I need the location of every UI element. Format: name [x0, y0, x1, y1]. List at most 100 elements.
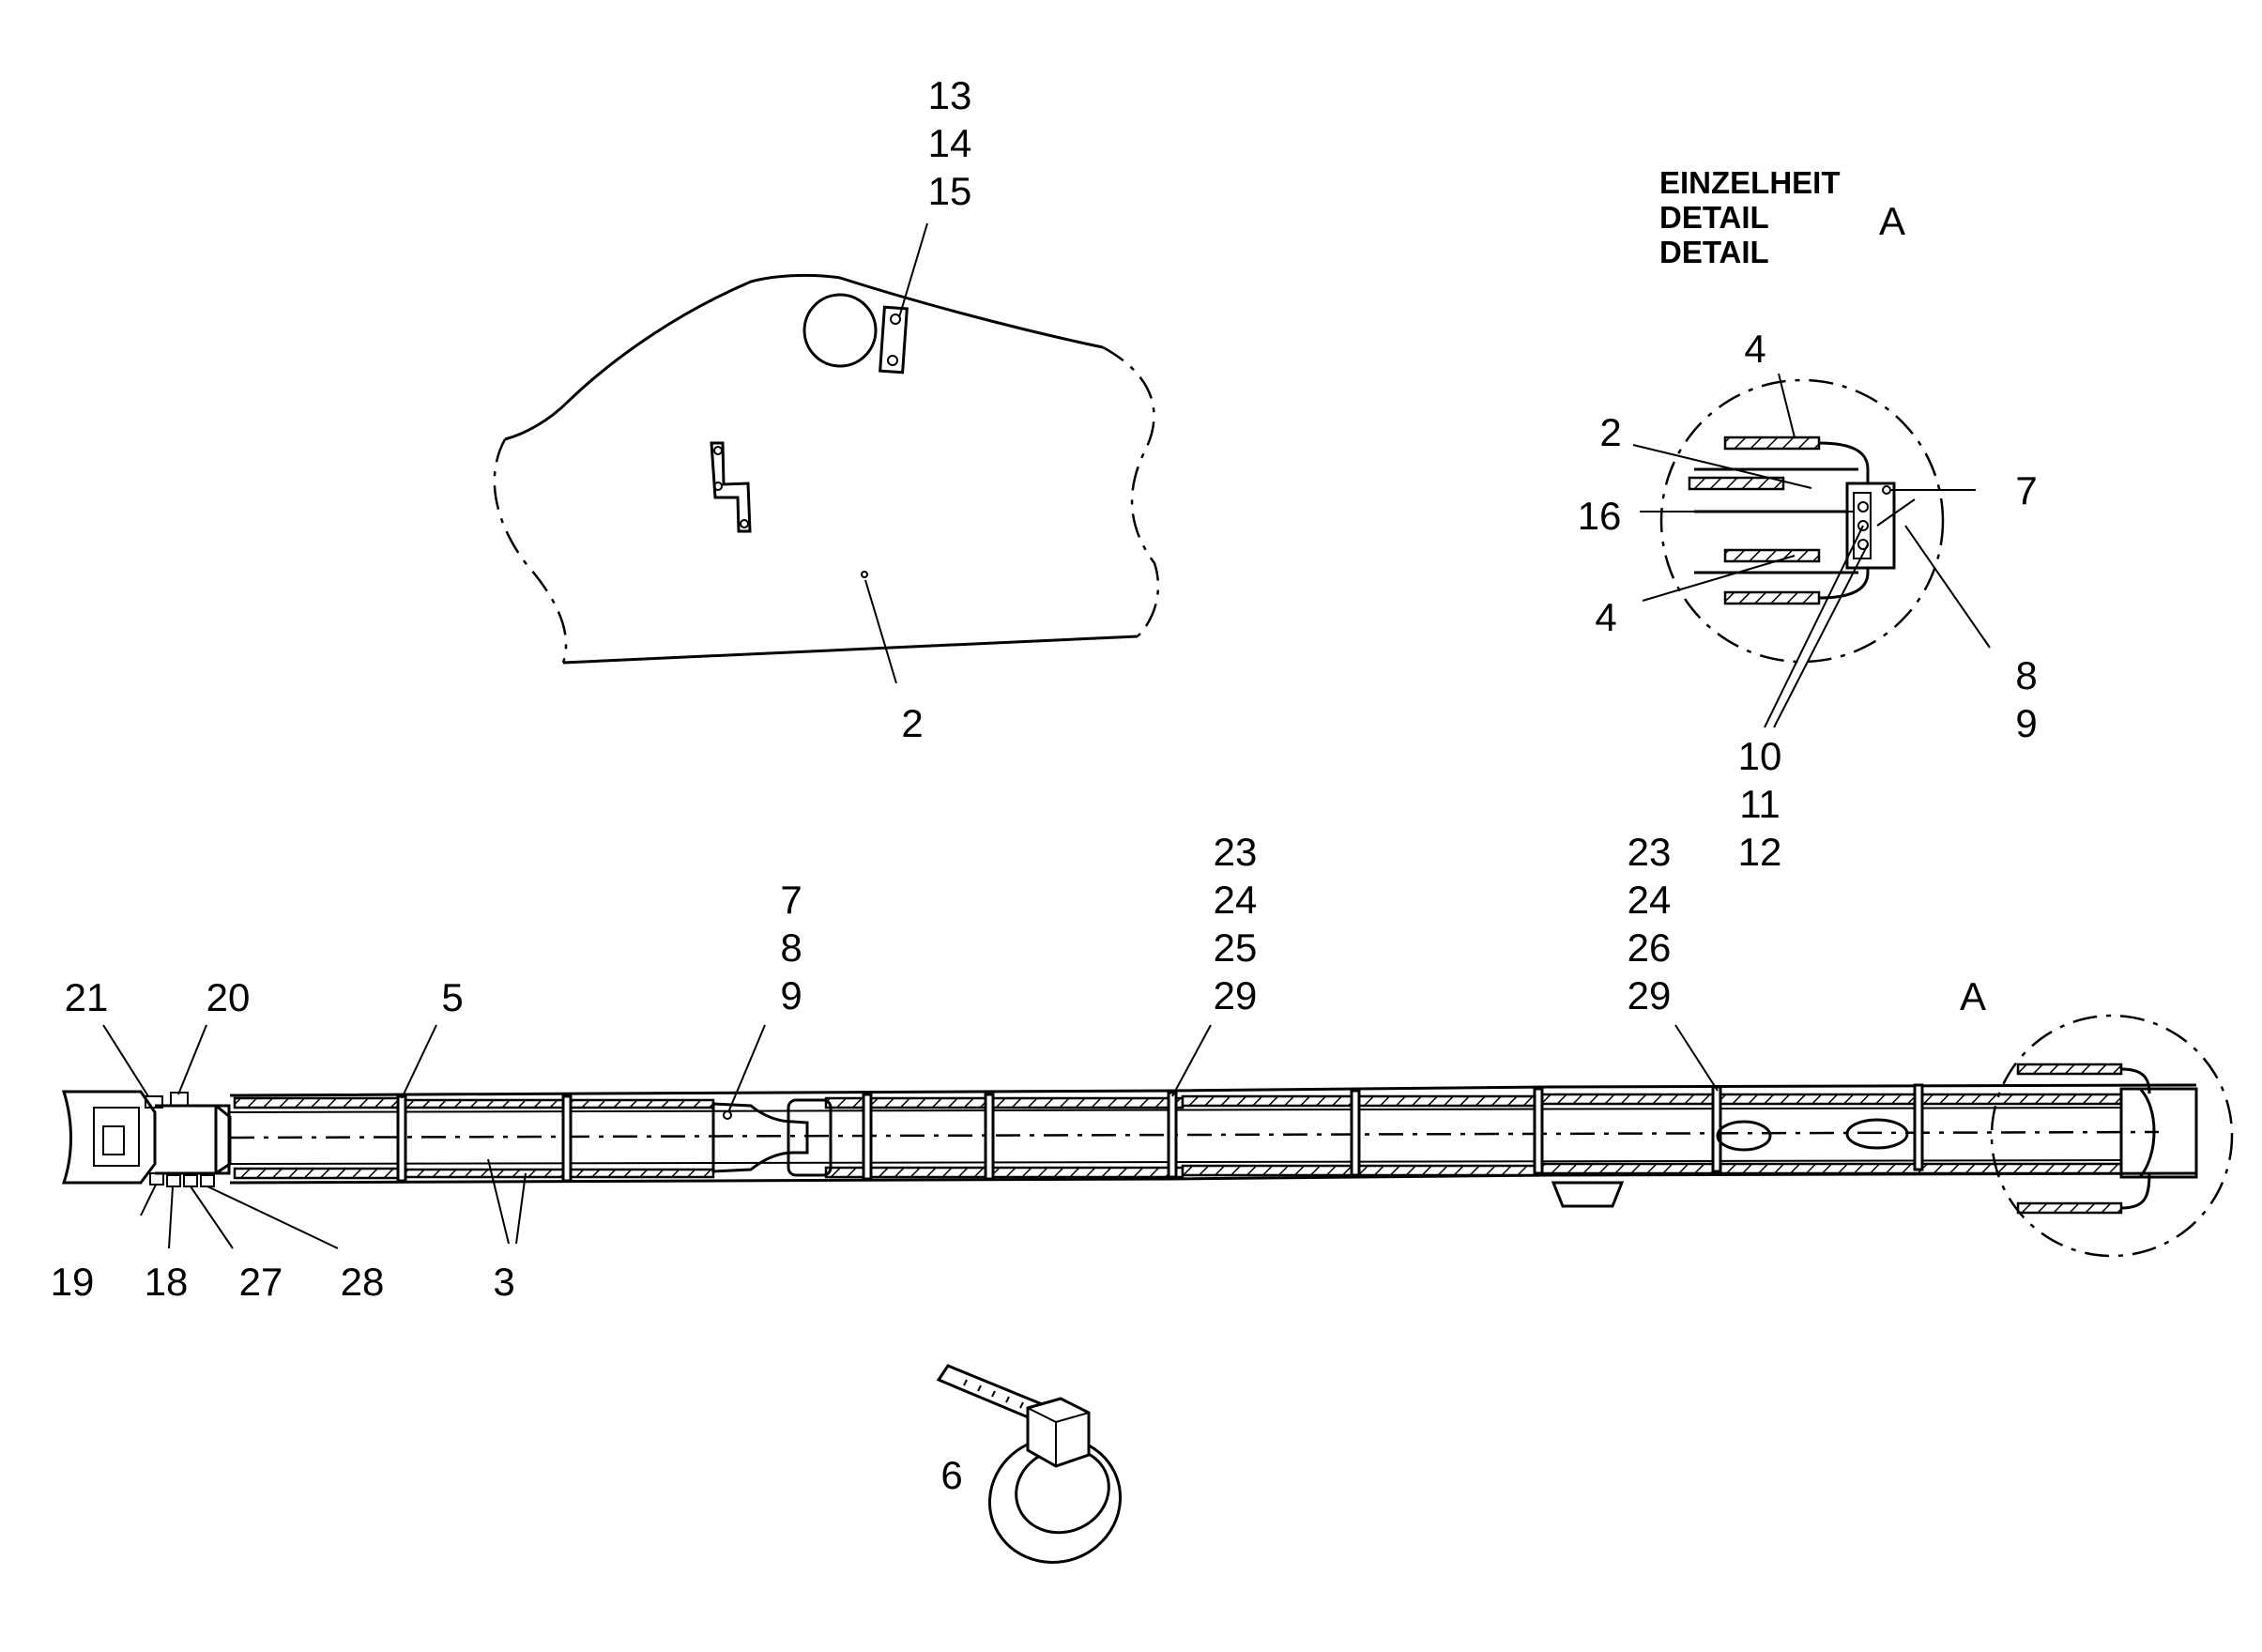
leader-27 — [190, 1185, 234, 1249]
plate-break-left — [493, 438, 568, 664]
leader-23-24-25-29 — [1171, 1024, 1212, 1097]
boom-outer-top — [229, 1083, 2197, 1097]
hose-bottom-5 — [1537, 1162, 2123, 1175]
plate-bottom-edge — [562, 635, 1139, 665]
boom-tip-end — [2138, 1087, 2156, 1178]
detail-bolt-shaft-8 — [1876, 498, 1916, 527]
leader-2-plate — [864, 579, 897, 684]
detail-hose-bend-top — [1818, 441, 1870, 483]
callout-21: 21 — [65, 975, 109, 1019]
detail-hose-4 — [1723, 590, 1821, 605]
boom-cylinder-flange — [214, 1104, 231, 1175]
detail-hose-bend-bottom — [1818, 563, 1870, 600]
callout-detail-12: 12 — [1738, 830, 1782, 874]
detail-valve-inner — [1853, 492, 1872, 559]
detail-header-line3: DETAIL — [1659, 235, 1769, 269]
clamp-band-7 — [1533, 1087, 1544, 1175]
callout-20: 20 — [206, 975, 251, 1019]
boom-assembly — [61, 1014, 2234, 1258]
tip-hose-bottom — [2016, 1201, 2123, 1215]
callout-5: 5 — [441, 975, 463, 1019]
clamp-band-4 — [984, 1093, 995, 1181]
leader-20 — [177, 1024, 207, 1095]
detail-a-view — [1632, 373, 1991, 728]
fitting-18 — [166, 1174, 181, 1187]
plate-bolt-hole — [861, 571, 868, 578]
hose-bottom-3 — [824, 1166, 1184, 1179]
plate-hole — [802, 293, 878, 368]
callout-29b: 29 — [1628, 973, 1672, 1017]
leader-23-24-26-29 — [1674, 1024, 1719, 1092]
boom-saddle-bolt — [723, 1110, 732, 1120]
callout-18: 18 — [145, 1260, 189, 1304]
hose-top-4 — [1181, 1094, 1541, 1108]
boom-window-1 — [1716, 1120, 1772, 1152]
cable-tie-head — [1026, 1397, 1091, 1468]
detail-hose-2 — [1688, 476, 1785, 491]
clamp-band-3 — [862, 1093, 873, 1181]
callout-9: 9 — [780, 973, 802, 1017]
leader-21 — [102, 1024, 149, 1097]
tip-hose-bend-bottom — [2120, 1172, 2151, 1210]
callout-14: 14 — [928, 121, 972, 165]
leader-13-14-15 — [898, 222, 928, 318]
boom-lower-bracket — [1551, 1181, 1625, 1208]
leader-7-8-9 — [727, 1024, 766, 1113]
clamp-band-2 — [561, 1094, 573, 1183]
clamp-band-8 — [1913, 1083, 1924, 1171]
cable-tie-head-edge — [1027, 1407, 1090, 1466]
callout-2-plate: 2 — [901, 701, 923, 745]
boom-cylinder-cap — [155, 1104, 232, 1175]
detail-header-letter: A — [1879, 199, 1905, 243]
bracket-13-14-15 — [879, 305, 909, 375]
callout-15: 15 — [928, 169, 972, 213]
callout-8: 8 — [780, 925, 802, 970]
boom-detail-a-circle — [1990, 1014, 2234, 1258]
boom-head-inner — [102, 1125, 125, 1155]
callout-24a: 24 — [1214, 878, 1258, 922]
callout-27: 27 — [239, 1260, 283, 1304]
plate-break-right — [1102, 345, 1160, 637]
leader-detail-10-12b — [1773, 543, 1869, 728]
bracket-hole-lower — [887, 355, 898, 366]
callout-detail-16: 16 — [1578, 494, 1622, 538]
clamp-band-25 — [1167, 1091, 1178, 1179]
leader-5 — [401, 1024, 437, 1099]
clamp-band-6 — [1350, 1089, 1361, 1177]
callout-29a: 29 — [1214, 973, 1258, 1017]
clamp-band-5 — [396, 1094, 407, 1183]
leader-3b — [515, 1172, 527, 1245]
cable-tie-view — [936, 1364, 1123, 1564]
leader-detail-2 — [1632, 444, 1812, 489]
boom-detail-marker: A — [1960, 974, 1986, 1018]
fitting-19 — [149, 1172, 164, 1185]
callout-detail-4-bottom: 4 — [1595, 595, 1616, 639]
callout-detail-10: 10 — [1738, 734, 1782, 778]
tip-hose-bend-top — [2120, 1067, 2151, 1094]
boom-slide-block — [787, 1098, 833, 1177]
callout-19: 19 — [51, 1260, 95, 1304]
boom-head-plate — [93, 1107, 140, 1167]
callout-detail-9: 9 — [2015, 701, 2037, 745]
detail-a-circle — [1659, 378, 1945, 664]
z-bracket-hole-2 — [713, 482, 723, 491]
callout-6: 6 — [940, 1453, 962, 1497]
callout-28: 28 — [341, 1260, 385, 1304]
boom-window-2 — [1845, 1118, 1909, 1150]
hose-top-5 — [1537, 1093, 2123, 1106]
detail-fitting-2 — [1857, 520, 1869, 531]
callout-detail-2: 2 — [1599, 410, 1621, 454]
boom-tip-frame — [2119, 1087, 2198, 1179]
boom-head — [61, 1090, 157, 1185]
hose-bottom-1 — [233, 1167, 405, 1180]
leader-18 — [168, 1185, 174, 1249]
callout-13: 13 — [928, 73, 972, 117]
fitting-21 — [145, 1095, 163, 1109]
plate-outline — [504, 273, 1104, 441]
bracket-z — [710, 441, 752, 533]
bracket-hole-upper — [890, 314, 901, 325]
callout-3: 3 — [493, 1260, 514, 1304]
leader-detail-4-bottom — [1642, 555, 1796, 602]
hose-top-1 — [233, 1096, 405, 1109]
